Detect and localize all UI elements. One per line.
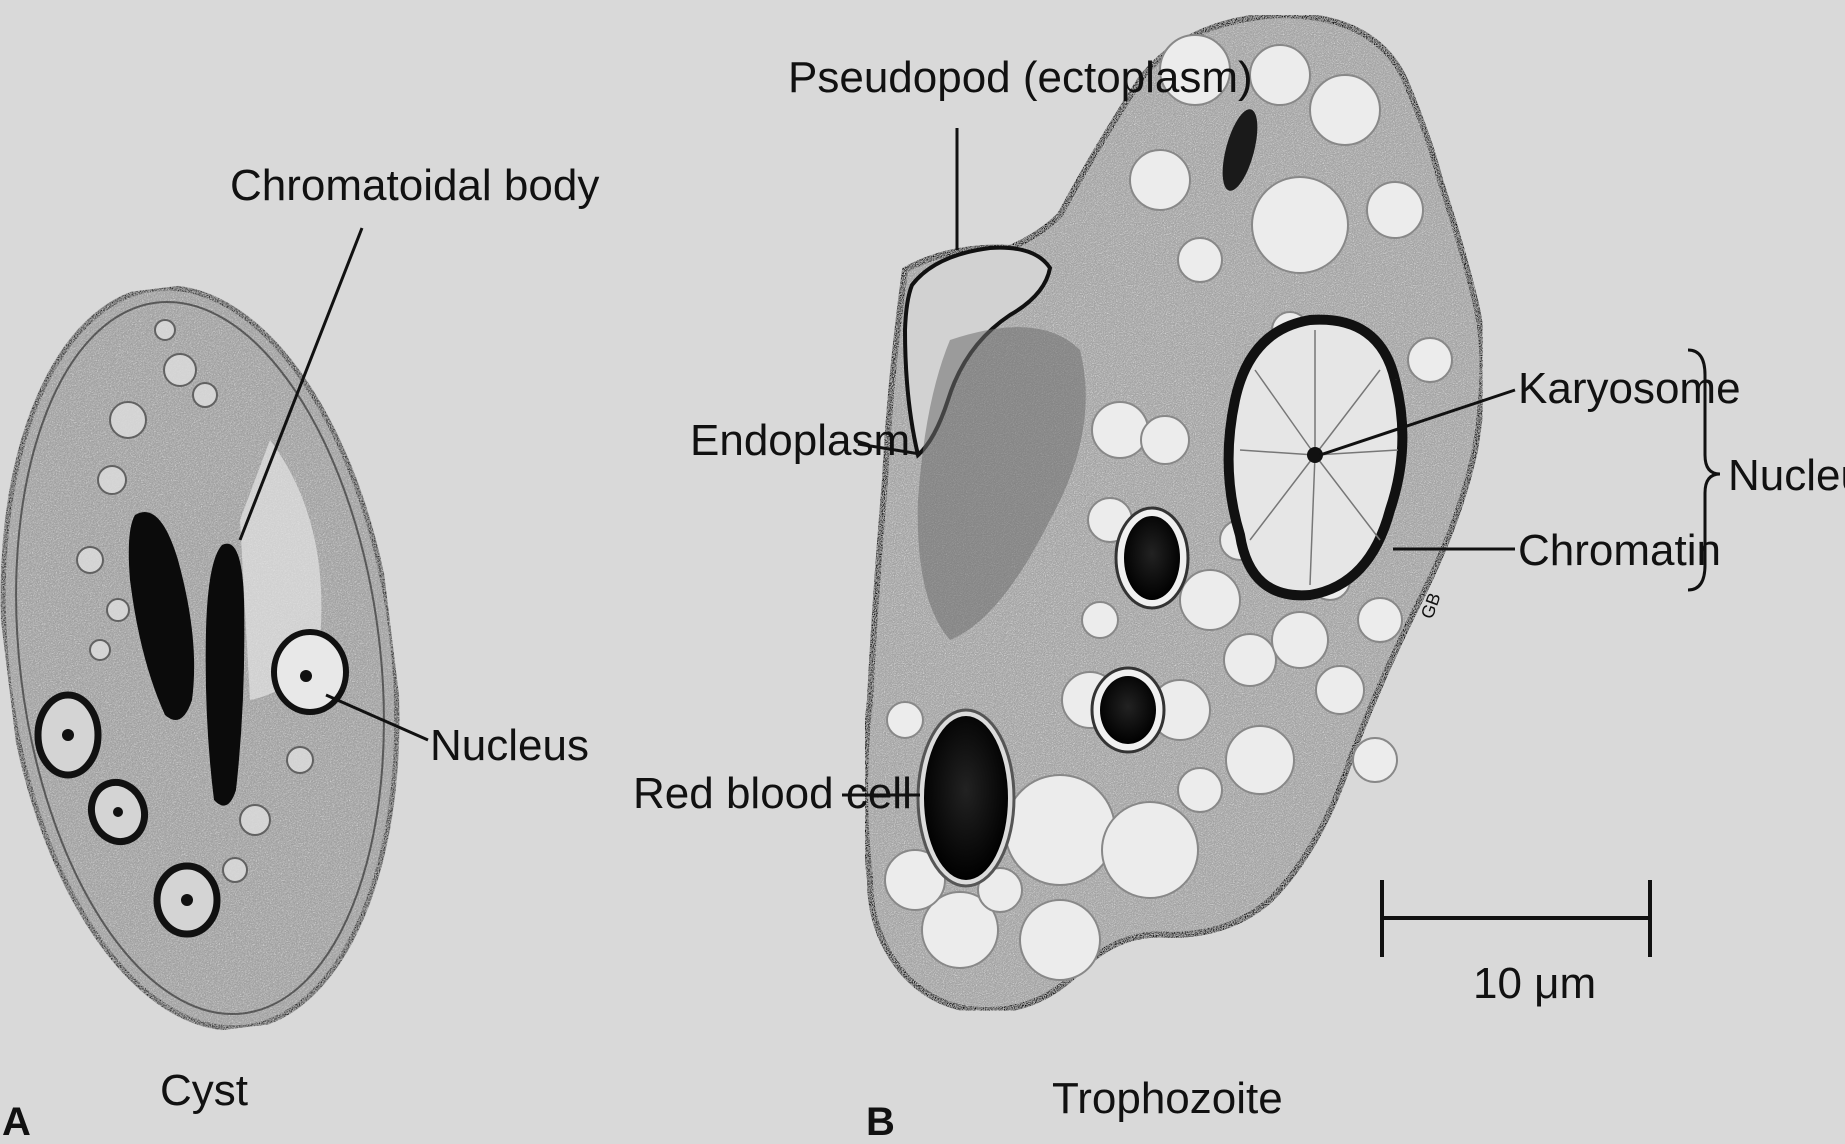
rbc-large: [918, 710, 1014, 886]
cyst-nucleus-bottom: [157, 866, 217, 934]
panel-letter-b: B: [866, 1100, 895, 1144]
trophozoite-nucleus: [1229, 320, 1403, 596]
label-red-blood-cell: Red blood cell: [633, 769, 912, 818]
cyst-nucleus-left: [38, 695, 98, 775]
cyst-drawing: [0, 265, 437, 1050]
scale-bar: [1382, 880, 1650, 957]
scale-bar-label: 10 μm: [1473, 959, 1596, 1008]
panel-letter-a: A: [2, 1100, 31, 1144]
label-endoplasm: Endoplasm: [690, 416, 910, 465]
caption-trophozoite: Trophozoite: [1052, 1074, 1283, 1123]
label-pseudopod: Pseudopod (ectoplasm): [788, 53, 1253, 102]
label-karyosome: Karyosome: [1518, 364, 1741, 413]
label-chromatoidal-body: Chromatoidal body: [230, 161, 599, 210]
label-chromatin: Chromatin: [1518, 526, 1721, 575]
label-cyst-nucleus: Nucleus: [430, 721, 589, 770]
label-nucleus-group: Nucleus: [1728, 451, 1845, 500]
caption-cyst: Cyst: [160, 1066, 248, 1115]
rbc-upper: [1116, 508, 1188, 608]
rbc-middle: [1092, 668, 1164, 752]
